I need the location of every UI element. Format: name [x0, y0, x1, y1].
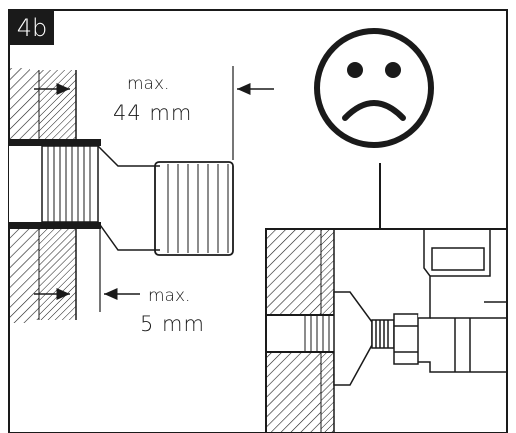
max-protrusion-label: max.: [148, 286, 191, 306]
dimension-44mm: [34, 66, 274, 160]
max-length-label: max.: [127, 74, 170, 94]
step-badge: 4b: [10, 11, 54, 45]
detail-panel: [265, 228, 508, 433]
sad-face-icon: [314, 28, 434, 148]
max-protrusion-value: 5 mm: [140, 312, 205, 336]
dimension-5mm: [34, 229, 140, 312]
threaded-fitting: [9, 139, 234, 256]
max-length-value: 44 mm: [113, 101, 193, 125]
